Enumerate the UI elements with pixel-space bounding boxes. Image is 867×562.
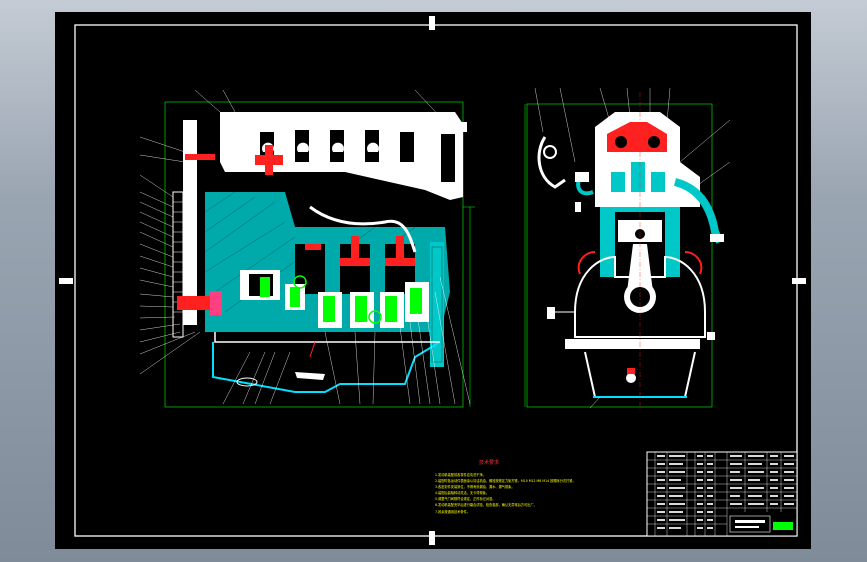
- longitudinal-section-view: [139, 89, 475, 408]
- note-item: 7.其余按通用技术条件。: [435, 509, 470, 514]
- drawing-canvas: [59, 16, 806, 545]
- note-item: 6.发动机装配完毕后进行磨合试验，检查各部，确认无异常后方可出厂。: [435, 503, 537, 508]
- drawing-sheet: 技术要求 1.发动机装配前各零件应清洗干净。 2.装配时各运动件表面涂以清洁机油…: [55, 12, 811, 549]
- note-item: 2.装配时各运动件表面涂以清洁机油，螺栓按规定力矩拧紧，M10 M12 M8 M…: [435, 479, 576, 484]
- center-mark-right: [792, 278, 806, 284]
- center-mark-top: [429, 16, 435, 30]
- note-item: 5.调整气门间隙符合规定，正时标记对准。: [435, 497, 496, 502]
- note-item: 4.装配后曲轴转动灵活，无卡滞现象。: [435, 491, 490, 496]
- technical-requirements-list: 1.发动机装配前各零件应清洗干净。 2.装配时各运动件表面涂以清洁机油，螺栓按规…: [435, 472, 576, 515]
- cross-section-view: [524, 87, 731, 412]
- center-mark-bottom: [429, 531, 435, 545]
- center-mark-left: [59, 278, 73, 284]
- technical-requirements-title: 技术要求: [479, 460, 500, 466]
- note-item: 3.各密封件安装到位，不得有渗漏油、漏水、漏气现象。: [435, 485, 515, 490]
- title-block: [646, 451, 798, 537]
- note-item: 1.发动机装配前各零件应清洗干净。: [435, 473, 486, 477]
